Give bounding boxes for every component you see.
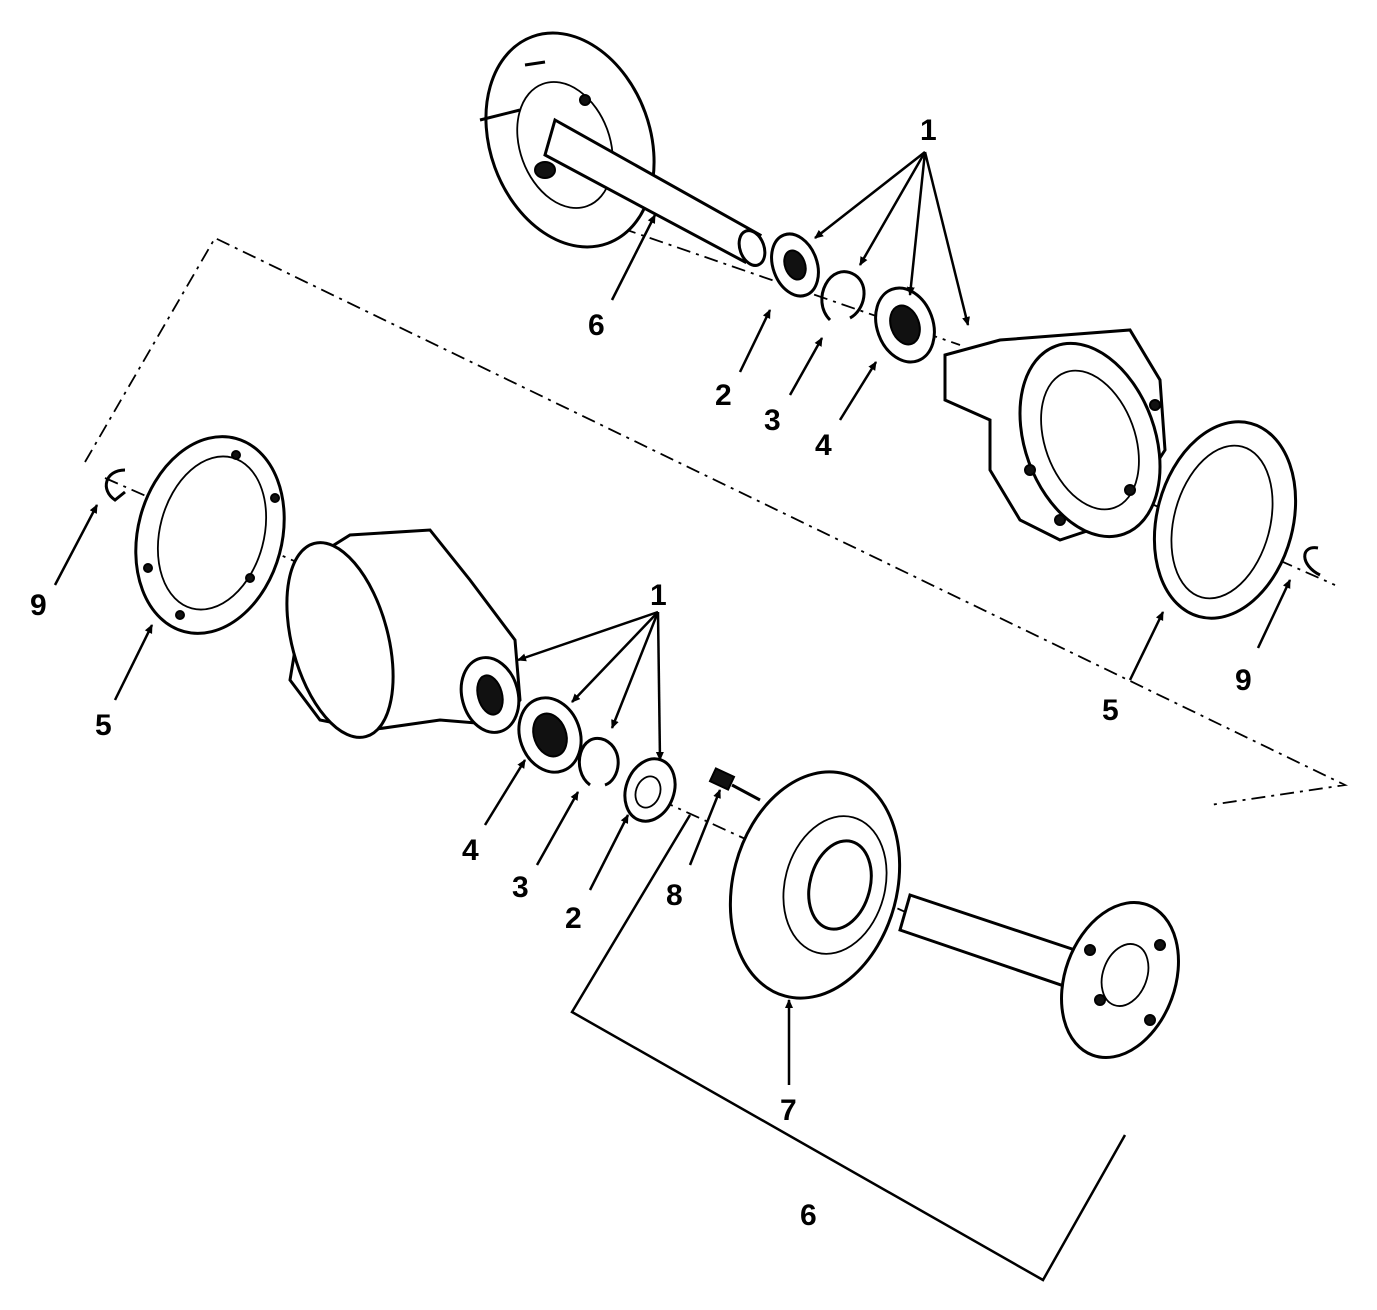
right-gasket	[1152, 420, 1298, 620]
lower-bolt	[708, 767, 761, 802]
lower-axle-shaft	[898, 893, 1180, 1059]
centerlines	[84, 199, 1349, 1011]
upper-snap-ring	[820, 270, 866, 322]
right-clip	[1303, 546, 1321, 577]
callout-right-5: 5	[1102, 694, 1119, 727]
callout-lower-4: 4	[462, 834, 479, 867]
callout-lower-3: 3	[512, 871, 529, 904]
callout-left-5: 5	[95, 709, 112, 742]
callout-upper-4: 4	[815, 429, 832, 462]
callout-lower-6: 6	[800, 1199, 817, 1232]
upper-axle-shaft	[479, 31, 767, 267]
callout-lower-7: 7	[780, 1094, 797, 1127]
left-clip	[104, 468, 126, 502]
right-housing	[943, 328, 1167, 542]
callout-lower-2: 2	[565, 902, 582, 935]
callout-upper-6: 6	[588, 309, 605, 342]
lower-bearing	[517, 696, 583, 774]
lower-snap-ring	[577, 736, 620, 787]
callout-upper-1: 1	[920, 114, 937, 147]
callout-upper-2: 2	[715, 379, 732, 412]
callout-lower-8: 8	[666, 879, 683, 912]
callout-left-9: 9	[30, 589, 47, 622]
callout-right-9: 9	[1235, 664, 1252, 697]
callout-labels: 1 6 2 3 4 9 5 5 9 1 4 3 2 8 7 6	[30, 114, 1252, 1232]
leader-lines	[53, 151, 1292, 1282]
left-housing	[285, 528, 522, 739]
callout-upper-3: 3	[764, 404, 781, 437]
upper-seal-ring	[770, 232, 820, 298]
callout-lower-1: 1	[650, 579, 667, 612]
left-gasket	[134, 435, 286, 635]
upper-bearing	[874, 286, 936, 364]
lower-brake-disc	[728, 770, 902, 1000]
